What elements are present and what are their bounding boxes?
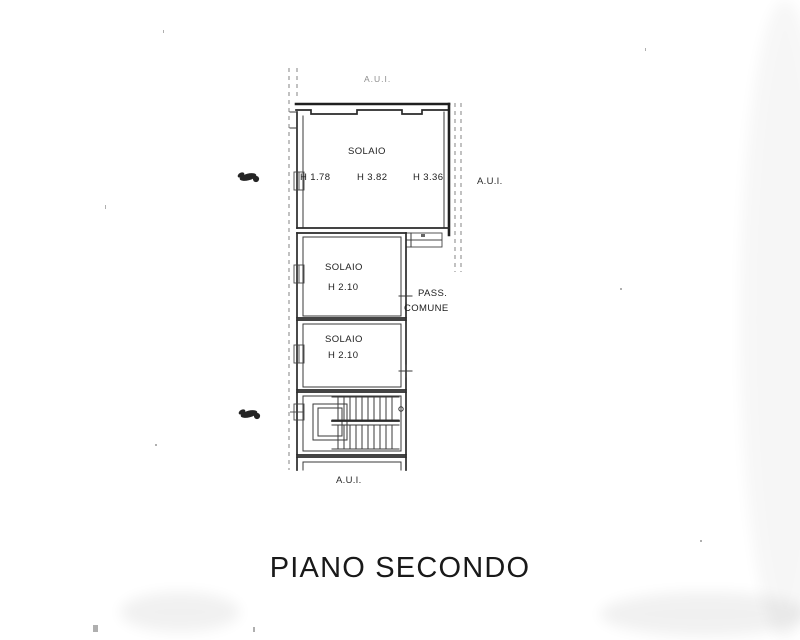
door-opening-middle-corridor — [398, 289, 413, 303]
ink-blob-marker-lower — [238, 409, 261, 420]
room-solaio-upper — [289, 102, 451, 237]
height-label-lower-h210: H 2.10 — [328, 350, 359, 361]
corridor-label-line2: COMUNE — [404, 303, 449, 314]
window-opening-middle-left — [293, 264, 305, 284]
height-label-h382: H 3.82 — [357, 172, 388, 183]
area-bottom-aui — [296, 456, 407, 471]
page-title: PIANO SECONDO — [269, 552, 531, 584]
room-solaio-middle — [293, 232, 413, 319]
room-label-solaio-lower: SOLAIO — [325, 334, 363, 345]
label-aui-top: A.U.I. — [364, 74, 392, 84]
corridor-label-line1: PASS. — [418, 288, 448, 299]
room-label-solaio-upper: SOLAIO — [348, 146, 386, 157]
door-opening-stairwell-left — [290, 403, 305, 421]
stair-flight-lower — [331, 424, 400, 450]
label-aui-bottom: A.U.I. — [336, 475, 362, 486]
height-label-h336: H 3.36 — [413, 172, 444, 183]
stair-flight-upper — [331, 396, 400, 421]
room-solaio-lower — [293, 319, 413, 391]
stairwell — [290, 391, 407, 456]
property-boundary-dashed — [288, 68, 462, 470]
window-opening-upper-left — [293, 171, 305, 191]
ink-blob-marker-upper — [237, 172, 260, 183]
room-label-solaio-middle: SOLAIO — [325, 262, 363, 273]
height-label-middle-h210: H 2.10 — [328, 282, 359, 293]
stair-void — [312, 403, 348, 441]
height-label-h178: H 1.78 — [300, 172, 331, 183]
window-opening-lower-left — [293, 344, 305, 364]
label-aui-right: A.U.I. — [477, 176, 503, 187]
door-opening-lower-corridor — [398, 364, 413, 378]
